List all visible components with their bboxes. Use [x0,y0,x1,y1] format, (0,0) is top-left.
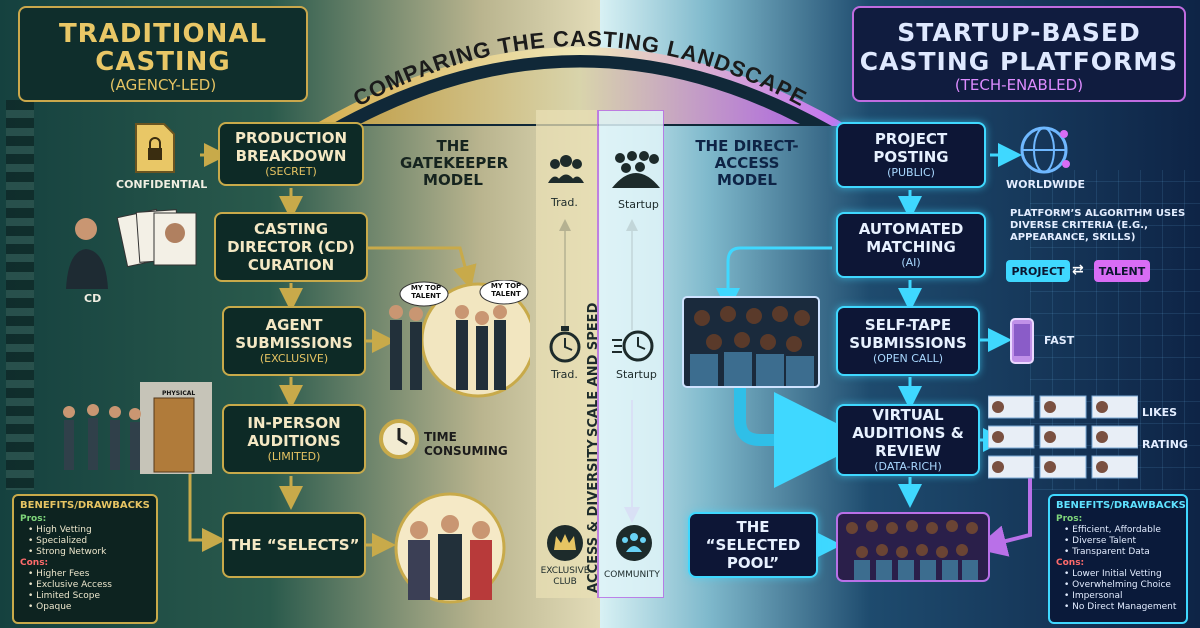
self-tape-crowd-illustration [682,296,820,388]
scale-speed-label: SCALE AND SPEED [586,302,601,438]
step-production-breakdown: PRODUCTION BREAKDOWN (SECRET) [218,122,364,186]
right-pro-item: Transparent Data [1064,547,1180,558]
left-cons-label: Cons: [20,558,49,568]
rating-label: RATING [1142,438,1188,451]
algorithm-note: PLATFORM’S ALGORITHM USES DIVERSE CRITER… [1010,208,1186,243]
fast-label: FAST [1044,334,1075,347]
right-cons-label: Cons: [1056,558,1085,568]
group-icon [548,155,584,183]
selected-pool-illustration [836,512,990,582]
worldwide-label: WORLDWIDE [1006,178,1085,191]
film-strip-decoration [6,100,34,490]
left-pro-item: Strong Network [28,547,150,558]
step-automated-matching: AUTOMATED MATCHING (AI) [836,212,986,278]
stopwatch-icon [549,326,581,363]
step-selected-pool: THE “SELECTED POOL” [688,512,818,578]
right-title-panel: STARTUP-BASED CASTING PLATFORMS (TECH-EN… [852,6,1186,102]
left-pros-label: Pros: [20,514,47,524]
left-con-item: Opaque [28,602,150,613]
left-pro-item: Specialized [28,536,150,547]
left-title-panel: TRADITIONAL CASTING (AGENCY-LED) [18,6,308,102]
globe-network-icon [1020,126,1070,174]
right-con-item: Lower Initial Vetting [1064,569,1180,580]
likes-label: LIKES [1142,406,1178,419]
trad-label-bottom: Trad. [551,368,578,381]
right-title: STARTUP-BASED CASTING PLATFORMS [859,18,1179,76]
left-benefits-heading: BENEFITS/DRAWBACKS [20,500,150,511]
exclusive-club-label: EXCLUSIVE CLUB [540,566,590,587]
agents-illustration [389,280,530,398]
step-virtual-auditions: VIRTUAL AUDITIONS & REVIEW (DATA-RICH) [836,404,980,476]
step-self-tape-submissions: SELF-TAPE SUBMISSIONS (OPEN CALL) [836,306,980,376]
trad-label-top: Trad. [551,196,578,209]
left-benefits-panel: BENEFITS/DRAWBACKS Pros: High Vetting Sp… [12,494,158,624]
phone-icon [1010,318,1034,364]
confidential-label: CONFIDENTIAL [116,178,208,191]
direct-access-model-label: THE DIRECT-ACCESS MODEL [695,137,799,189]
right-cons-list: Lower Initial Vetting Overwhelming Choic… [1056,569,1180,613]
step-casting-director: CASTING DIRECTOR (CD) CURATION [214,212,368,282]
comparison-axis-bg [536,110,664,598]
swap-arrows-icon: ⇄ [1072,262,1084,278]
casting-director-illustration [66,208,197,289]
fast-clock-icon [612,330,654,362]
speech-bubble-1: MY TOP TALENT [410,284,442,300]
review-cards-illustration [988,395,1138,479]
comparison-axis [536,110,664,598]
right-subtitle: (TECH-ENABLED) [954,76,1084,94]
crowd-icon [612,151,660,188]
right-pros-list: Efficient, Affordable Diverse Talent Tra… [1056,525,1180,558]
right-benefits-panel: BENEFITS/DRAWBACKS Pros: Efficient, Affo… [1048,494,1188,624]
community-icon [616,525,652,561]
left-con-item: Higher Fees [28,569,150,580]
time-consuming-label: TIME CONSUMING [424,430,508,458]
right-pro-item: Efficient, Affordable [1064,525,1180,536]
talent-pill: TALENT [1094,260,1150,282]
document-lock-icon [135,123,175,173]
clock-icon [379,419,419,459]
left-subtitle: (AGENCY-LED) [109,76,217,94]
step-agent-submissions: AGENT SUBMISSIONS (EXCLUSIVE) [222,306,366,376]
audition-line-illustration [63,382,212,474]
step-the-selects: THE “SELECTS” [222,512,366,578]
right-benefits-heading: BENEFITS/DRAWBACKS [1056,500,1186,511]
community-label: COMMUNITY [604,570,660,580]
selects-group-illustration [394,492,506,604]
cd-label: CD [84,292,102,305]
left-con-item: Exclusive Access [28,580,150,591]
left-con-item: Limited Scope [28,591,150,602]
startup-label-bottom: Startup [616,368,657,381]
right-con-item: Overwhelming Choice [1064,580,1180,591]
startup-label-top: Startup [618,198,659,211]
physical-sign: PHYSICAL [162,390,196,397]
banner: COMPARING THE CASTING LANDSCAPE [318,26,842,126]
crown-icon [547,525,583,561]
step-project-posting: PROJECT POSTING (PUBLIC) [836,122,986,188]
right-con-item: Impersonal [1064,591,1180,602]
right-con-item: No Direct Management [1064,602,1180,613]
step-in-person-auditions: IN-PERSON AUDITIONS (LIMITED) [222,404,366,474]
gatekeeper-model-label: THE GATEKEEPER MODEL [400,137,509,189]
speech-bubble-2: MY TOP TALENT [490,282,522,298]
left-cons-list: Higher Fees Exclusive Access Limited Sco… [20,569,150,613]
left-pros-list: High Vetting Specialized Strong Network [20,525,150,558]
right-pro-item: Diverse Talent [1064,536,1180,547]
left-pro-item: High Vetting [28,525,150,536]
project-pill: PROJECT [1006,260,1070,282]
left-title: TRADITIONAL CASTING [58,19,268,77]
right-pros-label: Pros: [1056,514,1083,524]
